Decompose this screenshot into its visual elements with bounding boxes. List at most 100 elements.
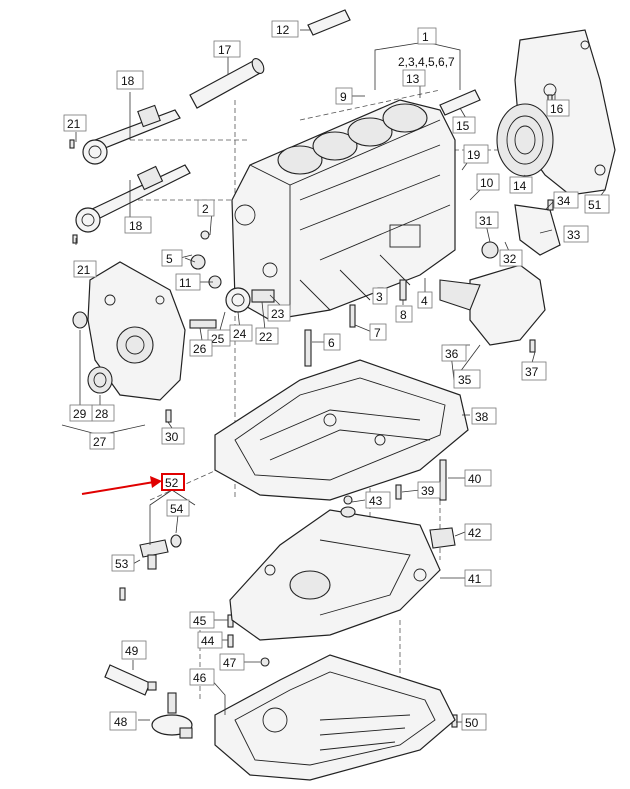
svg-text:40: 40 [468, 472, 482, 486]
label-44: 44 [197, 631, 223, 649]
label-3: 3 [372, 287, 388, 305]
svg-text:18: 18 [121, 74, 135, 88]
highlighted-label-52: 52 [161, 473, 185, 491]
oil-pressure-switch [139, 534, 182, 570]
label-33: 33 [563, 225, 589, 243]
engine-block [231, 99, 456, 321]
label-48: 48 [109, 711, 137, 731]
label-46: 46 [189, 668, 215, 686]
intermediate-gear [189, 287, 275, 329]
label-50: 50 [461, 713, 487, 731]
label-43: 43 [365, 491, 391, 509]
oil-pump-housing [481, 204, 561, 259]
svg-text:1: 1 [422, 30, 429, 44]
label-19: 19 [463, 144, 489, 164]
svg-text:25: 25 [211, 332, 225, 346]
svg-text:15: 15 [456, 119, 470, 133]
label-34: 34 [553, 191, 579, 209]
svg-text:47: 47 [223, 656, 237, 670]
part-labels: 1 2,3,4,5,6,7 2 9 12 13 14 15 16 17 18 1… [63, 20, 610, 731]
oil-level-sensor [151, 692, 193, 739]
label-9: 9 [335, 87, 353, 105]
svg-text:11: 11 [179, 276, 192, 290]
svg-text:6: 6 [328, 336, 335, 350]
oil-pickup-pipe [439, 264, 546, 346]
label-51: 51 [584, 194, 610, 214]
svg-text:28: 28 [95, 407, 109, 421]
svg-text:29: 29 [73, 407, 87, 421]
svg-text:42: 42 [468, 526, 482, 540]
balance-shaft-tube [189, 58, 265, 109]
label-7a: 7 [369, 323, 387, 341]
label-10: 10 [476, 173, 500, 191]
label-17: 17 [213, 40, 241, 58]
baffle-plate [229, 509, 441, 641]
svg-text:43: 43 [369, 494, 383, 508]
label-53: 53 [111, 554, 135, 572]
label-45: 45 [189, 611, 215, 629]
label-5: 5 [161, 249, 183, 267]
svg-text:53: 53 [115, 557, 129, 571]
label-22: 22 [255, 327, 279, 345]
oil-seal-29 [72, 311, 88, 329]
svg-text:36: 36 [445, 347, 459, 361]
label-37: 37 [521, 361, 547, 381]
svg-text:48: 48 [114, 715, 128, 729]
svg-text:21: 21 [67, 117, 81, 131]
label-18a: 18 [116, 70, 144, 90]
label-49: 49 [121, 640, 147, 660]
svg-text:54: 54 [170, 502, 184, 516]
label-14: 14 [509, 176, 533, 194]
svg-text:32: 32 [503, 252, 517, 266]
label-25: 25 [207, 329, 231, 347]
label-41: 41 [464, 569, 492, 587]
svg-text:8: 8 [400, 308, 407, 322]
label-39: 39 [417, 481, 441, 499]
svg-text:16: 16 [550, 102, 564, 116]
svg-text:52: 52 [165, 476, 179, 490]
svg-text:7: 7 [374, 326, 381, 340]
svg-text:37: 37 [525, 365, 539, 379]
label-24: 24 [229, 324, 253, 342]
label-31: 31 [475, 211, 499, 229]
svg-text:46: 46 [193, 671, 207, 685]
lower-oil-pan [214, 654, 456, 781]
svg-text:21: 21 [77, 263, 91, 277]
upper-oil-pan [214, 359, 469, 501]
svg-text:26: 26 [193, 342, 207, 356]
svg-text:4: 4 [421, 294, 428, 308]
svg-text:31: 31 [479, 214, 493, 228]
svg-text:34: 34 [557, 194, 571, 208]
rear-oil-seal-flange [496, 103, 554, 177]
svg-text:2,3,4,5,6,7: 2,3,4,5,6,7 [398, 55, 455, 69]
sealant-tube-15 [439, 89, 481, 116]
label-21a: 21 [63, 114, 87, 132]
label-26: 26 [189, 339, 213, 357]
label-6a: 6 [323, 333, 341, 351]
svg-text:10: 10 [480, 176, 494, 190]
balance-shaft-upper [82, 104, 181, 165]
label-11: 11 [175, 273, 201, 291]
svg-text:3: 3 [376, 290, 383, 304]
label-54: 54 [166, 499, 190, 517]
svg-text:17: 17 [218, 43, 232, 57]
red-pointer-arrow [81, 476, 162, 495]
svg-text:5: 5 [166, 252, 173, 266]
svg-text:30: 30 [165, 430, 179, 444]
svg-text:38: 38 [475, 410, 489, 424]
svg-text:49: 49 [125, 644, 139, 658]
balance-shaft-lower [75, 164, 191, 233]
label-13: 13 [402, 69, 426, 87]
svg-text:33: 33 [567, 228, 581, 242]
label-36: 36 [441, 344, 467, 362]
svg-text:35: 35 [458, 373, 472, 387]
label-40: 40 [464, 469, 492, 487]
svg-text:27: 27 [93, 435, 107, 449]
svg-text:39: 39 [421, 484, 435, 498]
label-30: 30 [161, 427, 185, 445]
svg-text:44: 44 [201, 634, 215, 648]
label-32: 32 [499, 249, 523, 267]
label-12: 12 [271, 20, 299, 38]
label-21b: 21 [73, 260, 97, 278]
svg-text:50: 50 [465, 716, 479, 730]
